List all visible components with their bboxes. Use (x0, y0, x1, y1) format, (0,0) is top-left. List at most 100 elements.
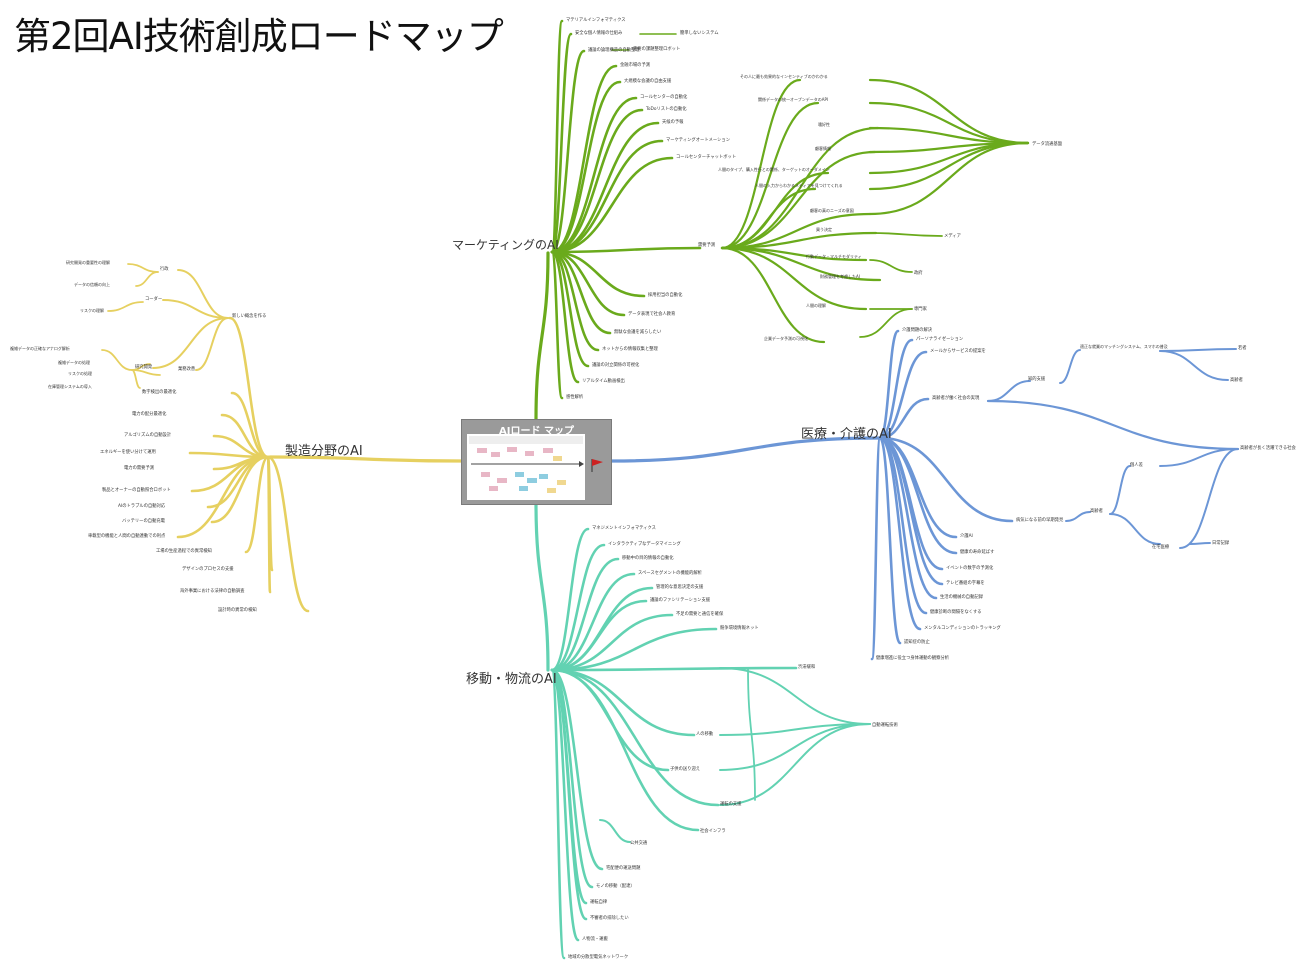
node-marketing[interactable]: コールセンターの自動化 (640, 93, 688, 100)
node-manufacturing[interactable]: 研究開発の重要性の理解 (66, 259, 110, 265)
node-manufacturing[interactable]: 工場の生産過程での異常検知 (156, 547, 212, 554)
node-marketing[interactable]: 安全な個人情報の仕組み (575, 29, 623, 36)
node-mobility[interactable]: マネジメントインフォマティクス (592, 525, 656, 531)
node-manufacturing[interactable]: 海外事業における法律の自動調査 (180, 587, 245, 594)
node-manufacturing[interactable]: 数字検出の最適化 (142, 388, 177, 395)
node-manufacturing[interactable]: AIのトラブルの自動対応 (118, 502, 166, 509)
node-medical[interactable]: 高齢者が働く社会の実現 (932, 394, 980, 401)
node-marketing[interactable]: 人間の入力からわかるメディアを見つけてくれる (755, 182, 843, 188)
node-medical[interactable]: 日常記録 (1212, 539, 1230, 546)
node-medical[interactable]: 認知症の防止 (904, 638, 930, 645)
node-manufacturing[interactable]: 車載型の機能と人間の自動連動での利点 (88, 532, 166, 539)
node-medical[interactable]: 生活の機械の自動記録 (940, 593, 984, 600)
node-marketing[interactable]: 人間のタイプ、購入性行との関係、ターゲットのオーダメイン (718, 166, 830, 172)
node-mobility[interactable]: 渋滞緩和 (798, 663, 815, 670)
node-mobility[interactable]: 人の移動 (696, 730, 714, 737)
branch-label-marketing[interactable]: マーケティングのAI (452, 238, 559, 252)
node-marketing[interactable]: 行動データ・マルチモダリティ (806, 253, 862, 259)
node-mobility[interactable]: 運転自律 (590, 898, 608, 905)
node-manufacturing[interactable]: リスクの処理 (68, 370, 92, 376)
node-medical[interactable]: 知的支援 (1028, 375, 1046, 382)
node-mobility[interactable]: 管理的な意思決定の支援 (656, 583, 704, 590)
node-medical[interactable]: 個人差 (1130, 461, 1144, 468)
node-marketing[interactable]: ToDoリストの自動化 (645, 105, 687, 112)
node-manufacturing[interactable]: 行政 (160, 265, 169, 272)
node-medical[interactable]: 病気になる前の早期発見 (1016, 516, 1064, 523)
node-manufacturing[interactable]: 設計時の異常の検知 (218, 606, 257, 613)
node-medical[interactable]: 在宅医療 (1152, 543, 1170, 550)
node-medical[interactable]: 介護問題の解決 (902, 326, 933, 333)
node-mobility[interactable]: 子供の送り迎え (670, 765, 700, 772)
node-manufacturing[interactable]: 複雑データの正確なアナログ解析 (10, 345, 70, 351)
node-medical[interactable]: 健康の寿命延ばす (960, 548, 994, 555)
node-marketing[interactable]: 嗜好性 (818, 121, 830, 127)
node-medical[interactable]: 高齢者 (1230, 376, 1244, 383)
node-marketing[interactable]: データ表現で社会人教育 (628, 310, 676, 317)
node-manufacturing[interactable]: 在庫管理システムの導入 (48, 383, 92, 389)
node-mobility[interactable]: 地域の分散型電気ネットワーク (568, 953, 628, 960)
node-manufacturing[interactable]: アルゴリズムの自動設計 (124, 431, 172, 438)
node-medical[interactable]: 介護AI (960, 532, 973, 539)
node-marketing[interactable]: 採用担当の自動化 (648, 291, 683, 298)
node-mobility[interactable]: インタラクティブなデータマイニング (608, 540, 681, 547)
node-marketing[interactable]: 簡単しないシステム (680, 29, 719, 36)
node-marketing[interactable]: データ流通基盤 (1032, 140, 1063, 147)
node-medical[interactable]: テレビ番組の字幕を (946, 579, 985, 586)
node-manufacturing[interactable]: 複雑データの処理 (58, 359, 90, 365)
node-mobility[interactable]: モノの移動（配達） (596, 882, 635, 889)
node-manufacturing[interactable]: 業務改善 (178, 365, 196, 372)
node-medical[interactable]: メンタルコンディションのトラッキング (924, 624, 1002, 631)
node-mobility[interactable]: 移動中の目的情報の自動化 (622, 554, 674, 561)
node-marketing[interactable]: 人間の理解 (806, 302, 826, 308)
node-marketing[interactable]: 政府 (914, 269, 923, 276)
node-marketing[interactable]: 感性解析 (566, 393, 584, 400)
node-marketing[interactable]: 需要予測 (698, 241, 715, 248)
node-marketing[interactable]: 議論の論理構造の自動整理 (588, 46, 640, 53)
node-medical[interactable]: 高齢者が長く活躍できる社会 (1240, 444, 1296, 451)
node-mobility[interactable]: 公共交通 (630, 839, 648, 846)
node-mobility[interactable]: 社会インフラ (700, 827, 726, 834)
node-manufacturing[interactable]: 製品とオーナーの自動照合ロボット (102, 486, 171, 493)
node-marketing[interactable]: 関係データの統一オープンデータのAPI (758, 96, 828, 102)
node-mobility[interactable]: 人物流・運搬 (582, 935, 608, 942)
node-medical[interactable]: 高齢者 (1090, 507, 1104, 514)
node-marketing[interactable]: 議論の対立関係の可視化 (592, 361, 640, 368)
node-medical[interactable]: メールからサービスの提案を (930, 347, 986, 354)
node-manufacturing[interactable]: リスクの理解 (80, 307, 104, 313)
node-marketing[interactable]: 顧客情報 (815, 145, 831, 151)
roadmap-thumbnail[interactable]: AIロード マップ (461, 419, 612, 505)
node-marketing[interactable]: マーケティングオートメーション (666, 136, 730, 143)
node-manufacturing[interactable]: 研究開発 (135, 363, 153, 370)
node-medical[interactable]: イベントの数字の予測化 (946, 564, 994, 571)
node-mobility[interactable]: 不審者の排除したい (590, 914, 629, 921)
node-marketing[interactable]: コールセンターチャットボット (676, 153, 736, 160)
branch-label-manufacturing[interactable]: 製造分野のAI (285, 444, 363, 459)
node-medical[interactable]: 適正な就業のマッチングシステム、スマホの普及 (1080, 343, 1168, 349)
branch-label-mobility[interactable]: 移動・物流のAI (466, 672, 557, 687)
node-manufacturing[interactable]: エネルギーを使い分けて運用 (100, 448, 156, 455)
node-mobility[interactable]: 議論のファシリテーション支援 (650, 596, 711, 603)
node-marketing[interactable]: 財務管理を考慮したAI (820, 273, 860, 279)
node-marketing[interactable]: マテリアルインフォマティクス (566, 17, 626, 23)
node-manufacturing[interactable]: 電力の配分最適化 (132, 410, 167, 417)
node-marketing[interactable]: 顧客の真のニーズの意図 (810, 207, 854, 213)
node-marketing[interactable]: 買う決定 (816, 226, 832, 232)
node-manufacturing[interactable]: データの信頼の向上 (74, 281, 110, 287)
node-mobility[interactable]: 競争環境情報ネット (720, 624, 759, 631)
node-marketing[interactable]: 大規模な会議の自由支援 (624, 77, 672, 84)
node-marketing[interactable]: 天候の予報 (662, 118, 684, 125)
node-marketing[interactable]: 無駄な会議を減らしたい (614, 328, 661, 335)
node-marketing[interactable]: 専門家 (914, 305, 928, 312)
node-marketing[interactable]: 金融市場の予測 (620, 61, 650, 68)
node-marketing[interactable]: メディア (944, 232, 961, 239)
node-mobility[interactable]: 自動運転技術 (872, 721, 898, 728)
node-manufacturing[interactable]: コーダー (145, 295, 162, 302)
node-manufacturing[interactable]: 新しい概念を作る (232, 312, 266, 319)
branch-label-medical[interactable]: 医療・介護のAI (801, 427, 892, 442)
node-manufacturing[interactable]: 電力の需要予測 (124, 464, 154, 471)
node-medical[interactable]: パーソナライゼーション (916, 335, 963, 342)
node-medical[interactable]: 健康診断の間隔をなくする (930, 608, 982, 615)
node-medical[interactable]: 健康増進に役立つ身体運動の観察分析 (876, 654, 950, 661)
node-marketing[interactable]: 重要の課題整理ロボット (633, 45, 680, 52)
node-mobility[interactable]: 運転の支援 (720, 800, 742, 807)
